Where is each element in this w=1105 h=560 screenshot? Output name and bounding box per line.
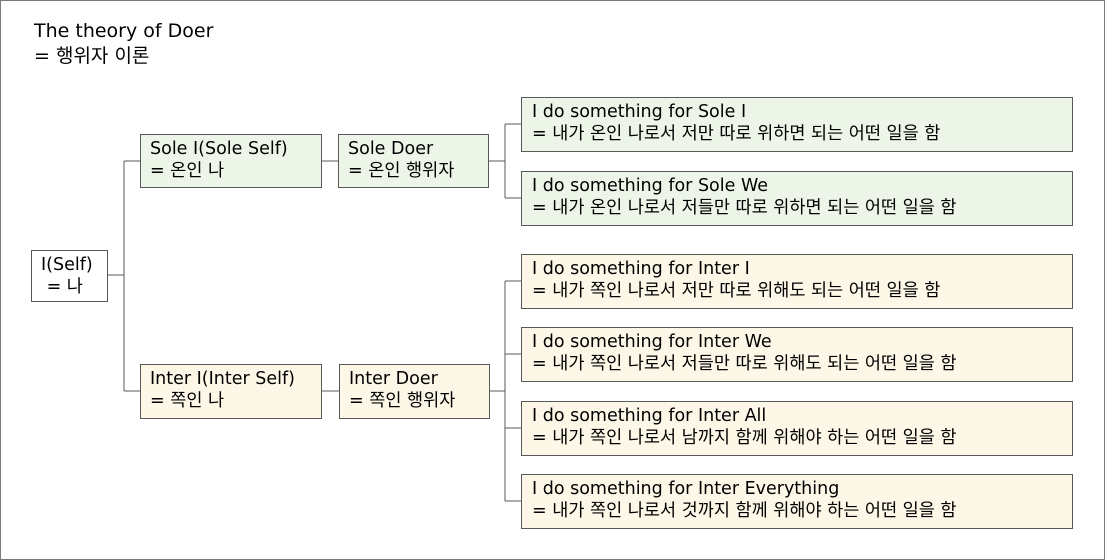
node-sole-doer-ko: = 온인 행위자 <box>348 161 455 181</box>
node-sole-item-2-ko: = 내가 온인 나로서 저들만 따로 위하면 되는 어떤 일을 함 <box>532 198 957 218</box>
node-inter-item-3-en: I do something for Inter All <box>532 406 767 426</box>
node-sole-item-1-en: I do something for Sole I <box>532 102 747 122</box>
node-sole-self-en: Sole I(Sole Self) <box>150 139 288 159</box>
node-sole-doer-en: Sole Doer <box>348 139 434 159</box>
node-sole-doer: Sole Doer = 온인 행위자 <box>338 134 489 188</box>
node-sole-item-2: I do something for Sole We = 내가 온인 나로서 저… <box>521 171 1073 226</box>
node-inter-doer-en: Inter Doer <box>349 369 438 389</box>
node-root-self-en: I(Self) <box>41 255 93 275</box>
node-sole-item-2-en: I do something for Sole We <box>532 176 768 196</box>
node-inter-item-4-en: I do something for Inter Everything <box>532 479 840 499</box>
node-inter-doer-ko: = 쪽인 행위자 <box>349 391 456 411</box>
node-inter-item-4: I do something for Inter Everything = 내가… <box>521 474 1073 529</box>
node-inter-item-3: I do something for Inter All = 내가 쪽인 나로서… <box>521 401 1073 456</box>
node-sole-self-ko: = 온인 나 <box>150 161 225 181</box>
node-sole-self: Sole I(Sole Self) = 온인 나 <box>140 134 322 188</box>
node-inter-item-1-ko: = 내가 쪽인 나로서 저만 따로 위해도 되는 어떤 일을 함 <box>532 281 941 301</box>
node-sole-item-1-ko: = 내가 온인 나로서 저만 따로 위하면 되는 어떤 일을 함 <box>532 124 941 144</box>
node-root-self: I(Self) = 나 <box>31 250 108 302</box>
node-inter-self: Inter I(Inter Self) = 쪽인 나 <box>140 364 322 419</box>
node-inter-doer: Inter Doer = 쪽인 행위자 <box>339 364 490 419</box>
node-inter-item-1-en: I do something for Inter I <box>532 259 750 279</box>
diagram-title: The theory of Doer <box>34 20 214 42</box>
node-inter-item-3-ko: = 내가 쪽인 나로서 남까지 함께 위해야 하는 어떤 일을 함 <box>532 428 957 448</box>
node-inter-item-2-en: I do something for Inter We <box>532 332 772 352</box>
node-inter-self-ko: = 쪽인 나 <box>150 391 225 411</box>
node-inter-item-2: I do something for Inter We = 내가 쪽인 나로서 … <box>521 327 1073 382</box>
node-inter-item-2-ko: = 내가 쪽인 나로서 저들만 따로 위해도 되는 어떤 일을 함 <box>532 354 957 374</box>
node-inter-item-4-ko: = 내가 쪽인 나로서 것까지 함께 위해야 하는 어떤 일을 함 <box>532 501 957 521</box>
diagram-subtitle: = 행위자 이론 <box>34 45 150 67</box>
node-root-self-ko: = 나 <box>41 277 83 297</box>
node-inter-item-1: I do something for Inter I = 내가 쪽인 나로서 저… <box>521 254 1073 309</box>
node-inter-self-en: Inter I(Inter Self) <box>150 369 295 389</box>
node-sole-item-1: I do something for Sole I = 내가 온인 나로서 저만… <box>521 97 1073 152</box>
